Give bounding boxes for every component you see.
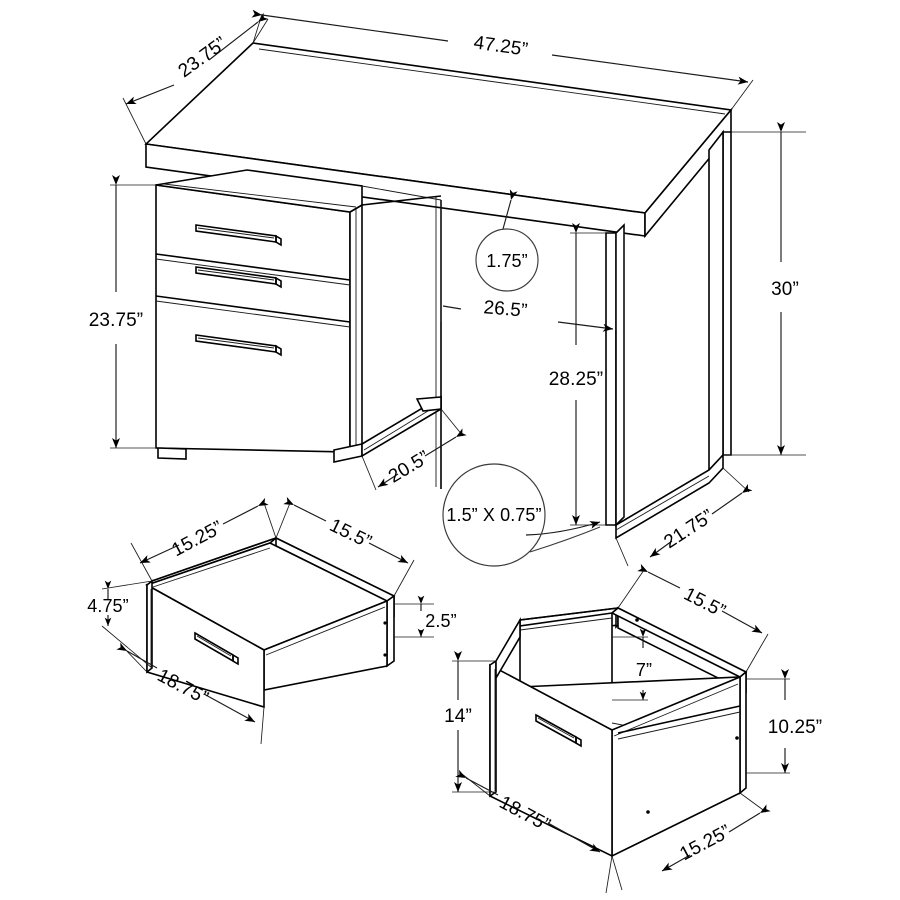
balloon-circle-leg-profile — [442, 463, 546, 567]
dim-label-pedestal-depth: 20.5” — [385, 447, 433, 488]
dim-label-knee-width: 26.5” — [483, 297, 528, 322]
callout-leg-profile: 1.5” X 0.75” — [442, 463, 601, 567]
dim-label-leg-depth: 21.75” — [660, 506, 717, 553]
dim-fd-front-height: 14” — [444, 651, 496, 793]
view-file-drawer: 15.5” 7” 14” 10.25” — [444, 563, 822, 894]
view-desk-assembly: 23.75” 47.25” 23.75” 20.5” — [89, 9, 806, 567]
dim-label-top-thickness: 1.75” — [486, 251, 528, 271]
balloon-circle-top-thickness — [475, 228, 539, 292]
dim-fd-inner-height: 7” — [612, 628, 652, 701]
dim-overall-height: 30” — [723, 122, 806, 456]
dim-label-fd-side-depth: 15.25” — [676, 821, 734, 865]
dim-label-pedestal-height: 23.75” — [89, 310, 143, 331]
dim-label-sd-side-height: 2.5” — [425, 611, 456, 631]
drawer-handle-3 — [195, 334, 282, 357]
knee-back-panel — [435, 196, 442, 489]
dim-label-knee-height: 28.25” — [549, 369, 603, 390]
small-drawer-handle — [194, 631, 239, 666]
dim-label-fd-inner-height: 7” — [636, 660, 652, 680]
dim-label-fd-front-height: 14” — [444, 706, 472, 727]
right-leg-frame — [605, 129, 732, 540]
dim-sd-side-height: 2.5” — [394, 595, 457, 638]
dim-label-top-width: 47.25” — [472, 32, 529, 60]
dim-sd-front-height: 4.75” — [87, 580, 153, 669]
dim-label-leg-profile: 1.5” X 0.75” — [446, 505, 541, 525]
dim-fd-side-height: 10.25” — [746, 669, 822, 774]
drawer-pedestal — [155, 169, 442, 463]
drawer-handle-1 — [195, 224, 282, 247]
view-small-drawer: 15.25” 15.5” 4.75” 2.5” — [87, 496, 457, 745]
dim-label-fd-side-height: 10.25” — [768, 717, 822, 738]
dim-knee-width: 26.5” — [440, 200, 617, 332]
dim-label-fd-back: 15.5” — [680, 584, 729, 623]
desk-top-panel — [144, 42, 733, 239]
file-drawer-handle — [535, 713, 582, 748]
callout-top-thickness: 1.75” — [475, 189, 539, 292]
dim-label-overall-height: 30” — [771, 279, 799, 300]
dim-knee-height: 28.25” — [549, 223, 606, 526]
dim-label-sd-front-height: 4.75” — [87, 596, 129, 616]
dim-label-sd-side: 15.25” — [168, 517, 226, 561]
dim-pedestal-height: 23.75” — [89, 175, 156, 449]
dim-label-sd-back: 15.5” — [326, 515, 375, 553]
pedestal-foot-left — [157, 447, 187, 460]
drawer-handle-2 — [195, 266, 282, 289]
